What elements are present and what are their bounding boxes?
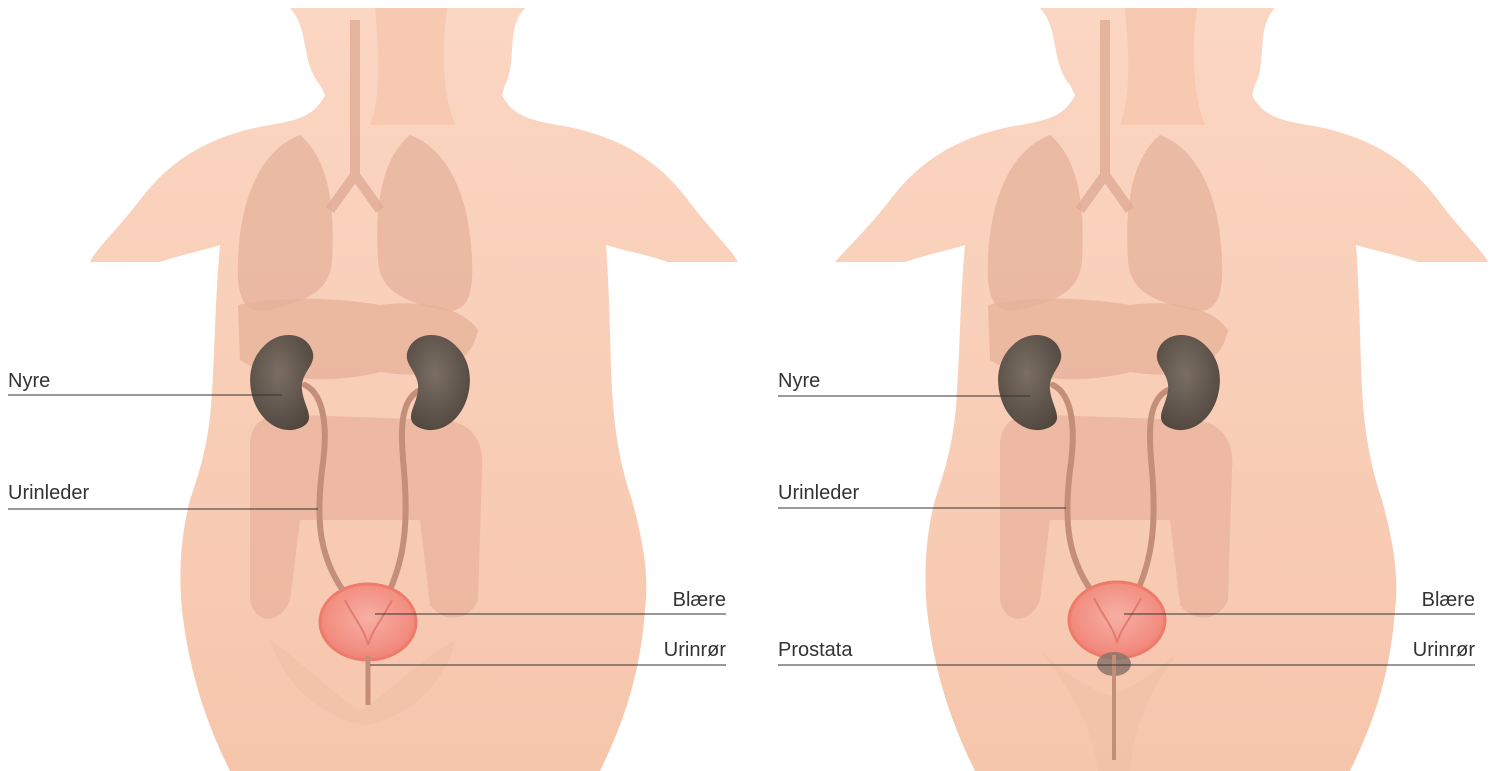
- label-female-nyre: Nyre: [8, 370, 50, 392]
- label-female-urinleder: Urinleder: [8, 482, 89, 504]
- female-figure: [90, 8, 738, 771]
- female-neck: [370, 8, 455, 125]
- male-bladder: [1069, 582, 1165, 658]
- female-bladder: [320, 584, 416, 660]
- label-female-blaere: Blære: [673, 589, 726, 611]
- male-neck: [1120, 8, 1205, 125]
- label-male-prostata: Prostata: [778, 639, 852, 661]
- label-male-urinror: Urinrør: [1413, 639, 1475, 661]
- label-male-blaere: Blære: [1422, 589, 1475, 611]
- label-male-urinleder: Urinleder: [778, 482, 859, 504]
- label-male-nyre: Nyre: [778, 370, 820, 392]
- male-figure: [835, 8, 1488, 771]
- label-female-urinror: Urinrør: [664, 639, 726, 661]
